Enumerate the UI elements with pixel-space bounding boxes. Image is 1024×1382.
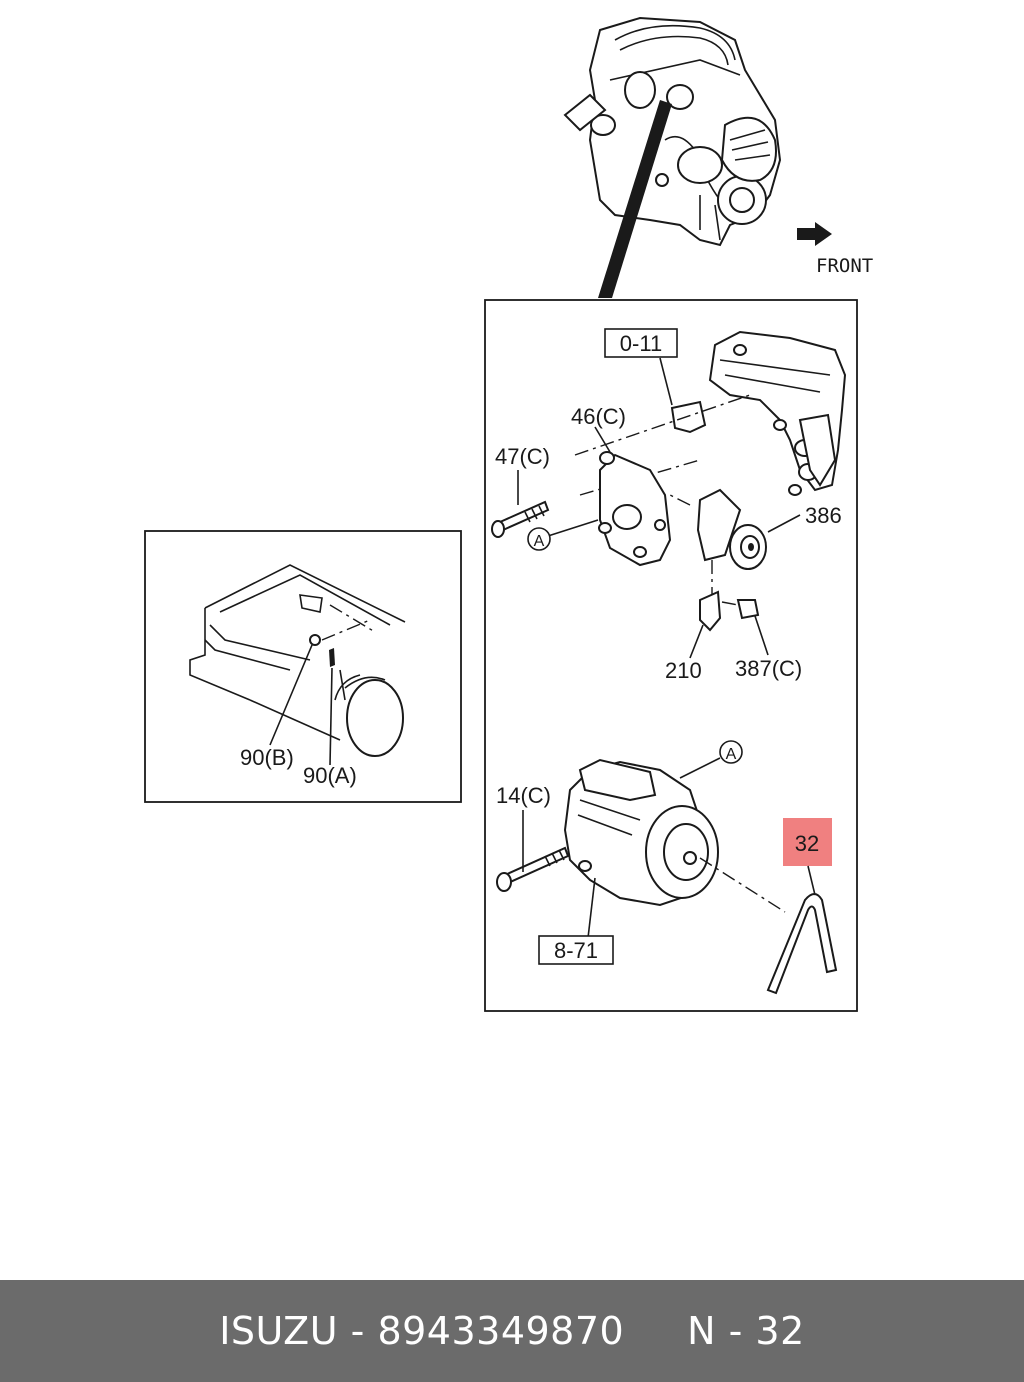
footer-bar: ISUZU - 8943349870 N - 32 bbox=[0, 1280, 1024, 1382]
ac-compressor bbox=[563, 758, 786, 913]
gasket-part bbox=[670, 400, 707, 434]
callout-386: 386 bbox=[805, 503, 842, 528]
callout-210: 210 bbox=[665, 658, 702, 683]
callout-90a: 90(A) bbox=[303, 763, 357, 788]
callout-387: 387(C) bbox=[735, 656, 802, 681]
engine-bracket-area bbox=[708, 330, 847, 496]
ref-0-11-box bbox=[604, 328, 678, 358]
part-32-highlight bbox=[783, 818, 832, 866]
page-reference: N - 32 bbox=[687, 1309, 805, 1353]
footer-caption: ISUZU - 8943349870 N - 32 bbox=[219, 1309, 805, 1353]
callout-47: 47(C) bbox=[495, 444, 550, 469]
brand-name: ISUZU bbox=[219, 1309, 339, 1353]
front-label: FRONT bbox=[816, 255, 873, 277]
callout-14: 14(C) bbox=[496, 783, 551, 808]
engine-overview: FRONT bbox=[563, 16, 873, 298]
ref-8-71-box bbox=[538, 935, 614, 965]
parts-diagram: FRONT bbox=[144, 16, 873, 1012]
ref-8-71-label: 8-71 bbox=[554, 938, 598, 963]
bolt-387 bbox=[736, 599, 760, 620]
ref-0-11-label: 0-11 bbox=[620, 331, 662, 356]
part-number: 8943349870 bbox=[377, 1309, 625, 1353]
marker-a-bottom-label: A bbox=[726, 746, 737, 763]
marker-a-top-circle bbox=[527, 527, 551, 551]
inset-engine-view bbox=[189, 564, 406, 757]
callout-46: 46(C) bbox=[571, 404, 626, 429]
detail-frame bbox=[484, 299, 858, 1012]
tensioner-pulley bbox=[669, 488, 767, 595]
callout-90b: 90(B) bbox=[240, 745, 294, 770]
bolt-47 bbox=[491, 500, 550, 538]
inset-frame bbox=[144, 530, 462, 803]
marker-a-bottom-circle bbox=[719, 740, 743, 764]
callout-32: 32 bbox=[795, 831, 819, 856]
drive-belt bbox=[766, 893, 838, 995]
marker-a-top-label: A bbox=[534, 533, 545, 550]
part-210 bbox=[699, 590, 722, 632]
footer-separator: - bbox=[350, 1309, 365, 1353]
bolt-14 bbox=[496, 846, 570, 892]
